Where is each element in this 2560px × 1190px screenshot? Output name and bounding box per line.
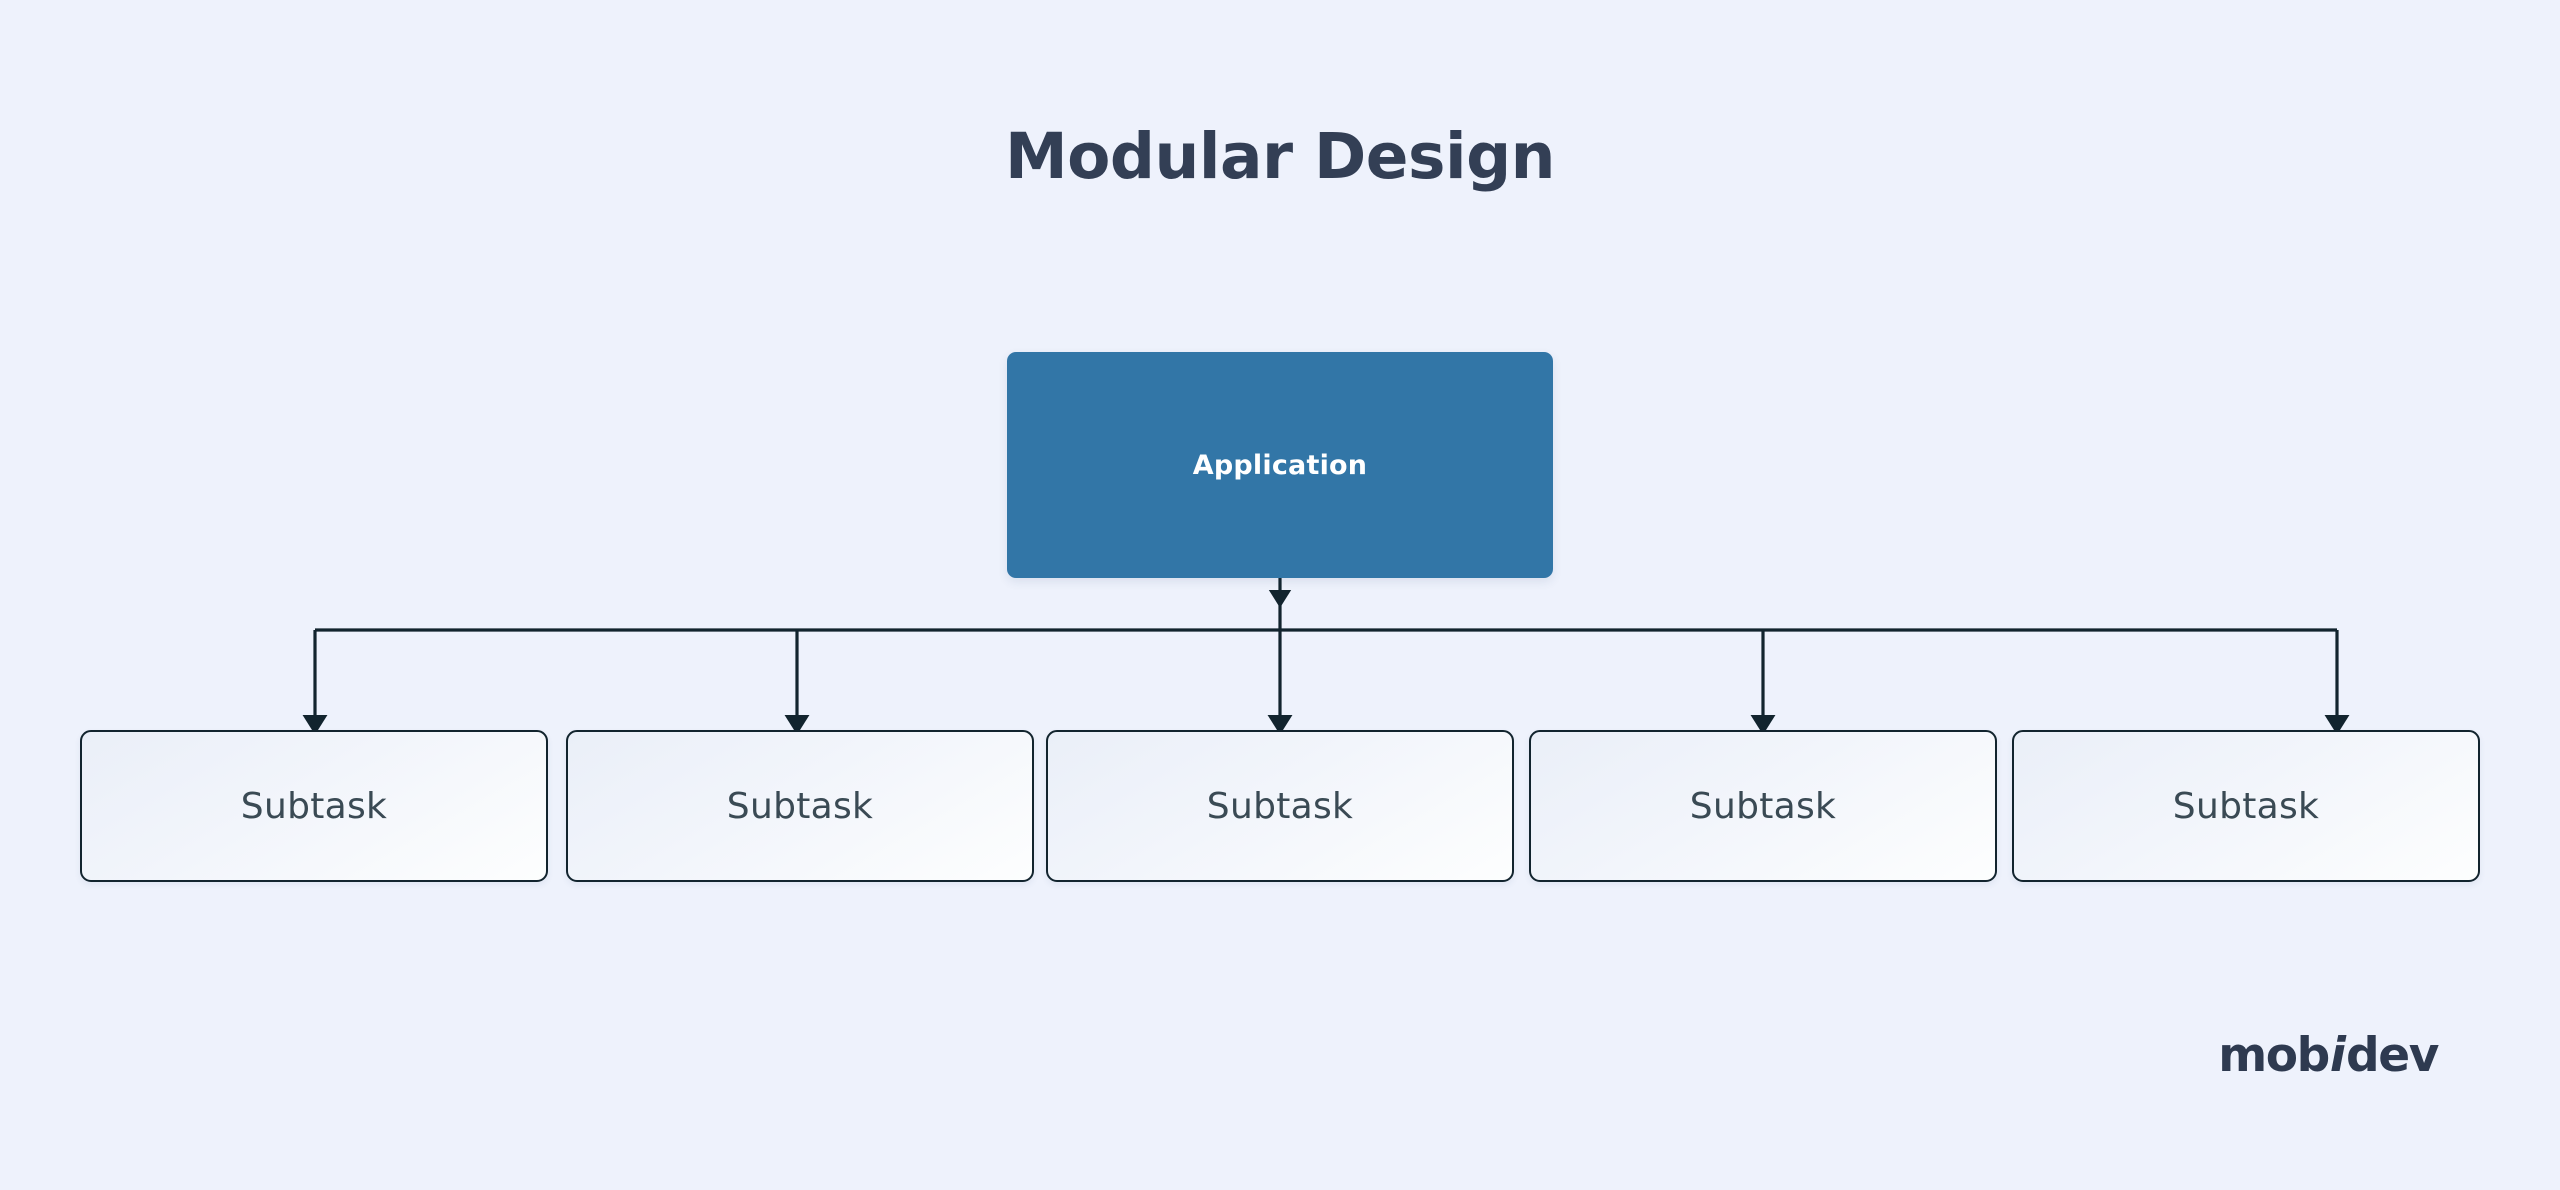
node-subtask-2-label: Subtask bbox=[726, 785, 874, 827]
logo-text-part2: dev bbox=[2346, 1028, 2439, 1083]
logo-text-part1: mob bbox=[2218, 1028, 2330, 1083]
node-subtask-2[interactable]: Subtask bbox=[566, 730, 1034, 882]
node-subtask-3-label: Subtask bbox=[1206, 785, 1354, 827]
node-subtask-5-label: Subtask bbox=[2172, 785, 2320, 827]
node-subtask-1-label: Subtask bbox=[240, 785, 388, 827]
node-subtask-1[interactable]: Subtask bbox=[80, 730, 548, 882]
logo-text-italic-i: i bbox=[2329, 1028, 2346, 1083]
page-title: Modular Design bbox=[1004, 120, 1556, 193]
node-subtask-5[interactable]: Subtask bbox=[2012, 730, 2480, 882]
node-subtask-3[interactable]: Subtask bbox=[1046, 730, 1514, 882]
mobidev-logo: mobidev bbox=[2218, 1032, 2439, 1079]
node-application[interactable]: Application bbox=[1007, 352, 1553, 578]
node-application-label: Application bbox=[1192, 449, 1368, 481]
node-subtask-4[interactable]: Subtask bbox=[1529, 730, 1997, 882]
node-subtask-4-label: Subtask bbox=[1689, 785, 1837, 827]
